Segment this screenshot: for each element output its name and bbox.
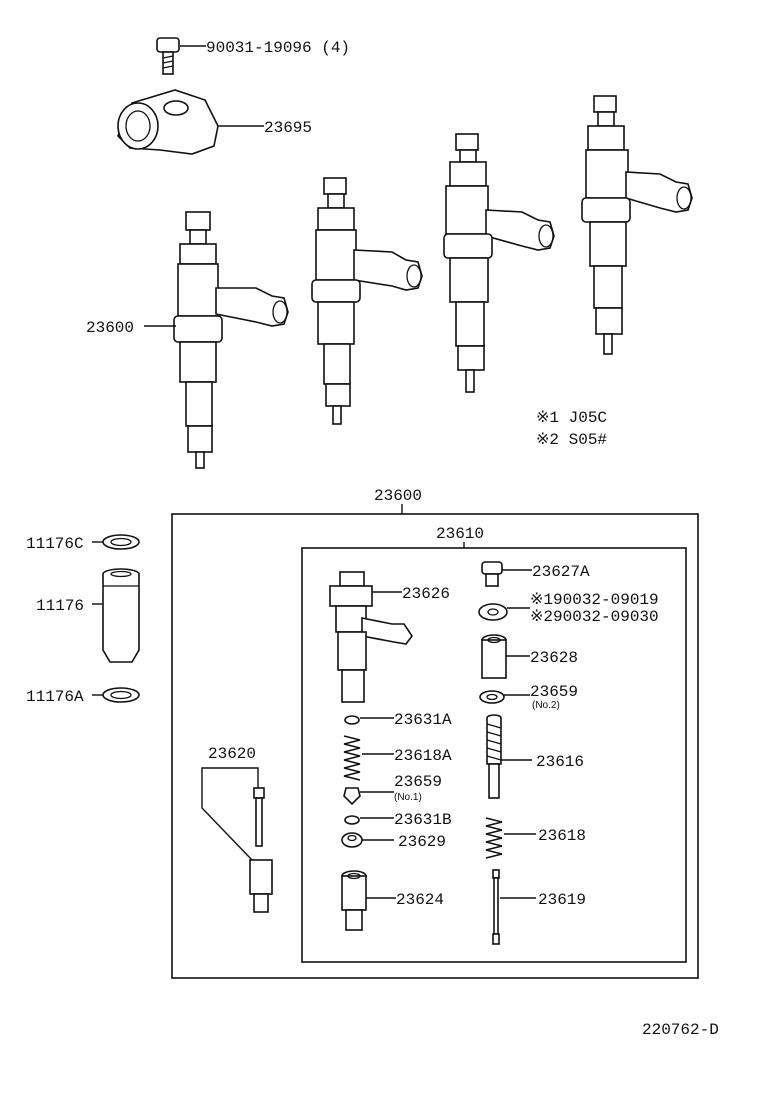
plug-23627a-part[interactable]	[481, 561, 503, 587]
gasket-bottom-label: 11176A	[26, 688, 84, 706]
seat-23631b-label: 23631B	[394, 811, 452, 829]
note-1: ※1 J05C	[536, 409, 607, 427]
washer-no2-part[interactable]	[479, 690, 505, 704]
rod-23616-part[interactable]	[486, 714, 502, 799]
injector-1[interactable]	[173, 211, 289, 469]
injector-assy-label: 23600	[86, 319, 134, 337]
retainer-23628-label: 23628	[530, 649, 578, 667]
injector-2[interactable]	[311, 177, 423, 425]
spring-23618-part[interactable]	[485, 817, 503, 859]
washer-no2-note: (No.2)	[532, 700, 560, 711]
retainer-23628-part[interactable]	[481, 634, 507, 679]
rod-23619-part[interactable]	[492, 869, 500, 945]
pin-23629-part[interactable]	[341, 832, 363, 848]
nut-23624-label: 23624	[396, 891, 444, 909]
assembly-box-23610	[301, 547, 687, 963]
nut-90032-part[interactable]	[478, 603, 508, 621]
sleeve-part[interactable]	[102, 568, 140, 663]
sleeve-label: 11176	[36, 597, 84, 615]
rod-23619-label: 23619	[538, 891, 586, 909]
seat-23631b-part[interactable]	[344, 815, 360, 825]
clamp-label: 23695	[264, 119, 312, 137]
spring-23618-label: 23618	[538, 827, 586, 845]
rod-23616-label: 23616	[536, 753, 584, 771]
shim-no1-label: 23659	[394, 773, 442, 791]
nozzle-body-part[interactable]	[249, 859, 273, 913]
nozzle-needle-part[interactable]	[253, 787, 265, 847]
gasket-bottom-part[interactable]	[102, 687, 140, 703]
diagram-id: 220762-D	[642, 1021, 719, 1039]
plug-23627a-label: 23627A	[532, 563, 590, 581]
shim-no1-note: (No.1)	[394, 792, 422, 803]
seat-23631a-part[interactable]	[344, 715, 360, 725]
note-2: ※2 S05#	[536, 431, 607, 449]
shim-no1-part[interactable]	[343, 787, 361, 806]
body-23626-label: 23626	[402, 585, 450, 603]
nut-23624-part[interactable]	[341, 870, 367, 931]
gasket-top-label: 11176C	[26, 535, 84, 553]
nut-x2-label: ※290032-09030	[530, 608, 659, 626]
injector-4[interactable]	[581, 95, 693, 355]
box-inner-label: 23610	[436, 525, 484, 543]
body-23626-part[interactable]	[329, 571, 413, 703]
gasket-top-part[interactable]	[102, 534, 140, 550]
box-outer-label: 23600	[374, 487, 422, 505]
injector-3[interactable]	[443, 133, 555, 393]
bolt-label: 90031-19096 (4)	[206, 39, 350, 57]
bolt-part[interactable]	[156, 37, 180, 75]
assembly-box-23600	[171, 513, 699, 979]
seat-23631a-label: 23631A	[394, 711, 452, 729]
nut-x1-label: ※190032-09019	[530, 591, 659, 609]
clamp-part[interactable]	[117, 89, 219, 155]
nozzle-label: 23620	[208, 745, 256, 763]
pin-23629-label: 23629	[398, 833, 446, 851]
spring-23618a-label: 23618A	[394, 747, 452, 765]
spring-23618a-part[interactable]	[343, 735, 361, 781]
washer-no2-label: 23659	[530, 683, 578, 701]
